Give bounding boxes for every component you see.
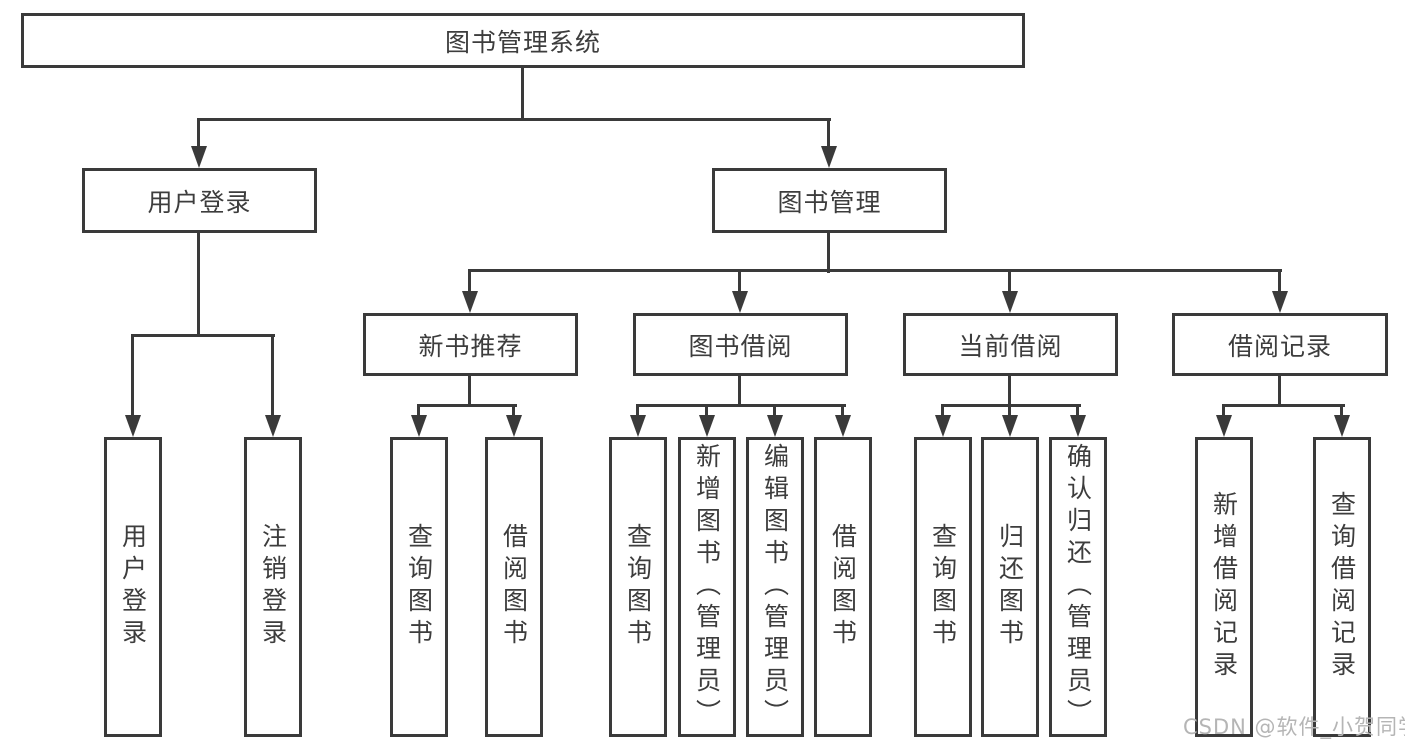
node-book-management: 图书管理 bbox=[712, 168, 947, 233]
node-borrow-record: 借阅记录 bbox=[1172, 313, 1388, 376]
node-label: 查询图书 bbox=[404, 523, 434, 651]
leaf-edit-book-admin: 编辑图书（管理员） bbox=[746, 437, 804, 737]
node-label: 借阅图书 bbox=[828, 523, 858, 651]
node-label: 借阅图书 bbox=[499, 523, 529, 651]
leaf-confirm-return-admin: 确认归还（管理员） bbox=[1049, 437, 1107, 737]
connector-line bbox=[197, 118, 831, 121]
connector-line bbox=[827, 118, 830, 149]
arrow-down-icon bbox=[265, 415, 281, 437]
connector-line bbox=[1076, 404, 1079, 418]
node-book-borrow: 图书借阅 bbox=[633, 313, 848, 376]
arrow-down-icon bbox=[1216, 415, 1232, 437]
arrow-down-icon bbox=[630, 415, 646, 437]
leaf-query-book-borrow: 查询图书 bbox=[609, 437, 667, 737]
node-label: 注销登录 bbox=[258, 523, 288, 651]
arrow-down-icon bbox=[767, 415, 783, 437]
node-label: 查询图书 bbox=[928, 523, 958, 651]
arrow-down-icon bbox=[732, 291, 748, 313]
leaf-logout-login: 注销登录 bbox=[244, 437, 302, 737]
node-label: 图书管理系统 bbox=[444, 27, 601, 57]
node-label: 编辑图书（管理员） bbox=[760, 443, 790, 731]
node-label: 归还图书 bbox=[995, 523, 1025, 651]
node-label: 新增图书（管理员） bbox=[692, 443, 722, 731]
connector-line bbox=[1008, 376, 1011, 407]
connector-line bbox=[1278, 376, 1281, 407]
connector-line bbox=[738, 269, 741, 293]
connector-line bbox=[1278, 269, 1281, 293]
leaf-return-book: 归还图书 bbox=[981, 437, 1039, 737]
node-user-login: 用户登录 bbox=[82, 168, 317, 233]
arrow-down-icon bbox=[462, 291, 478, 313]
arrow-down-icon bbox=[699, 415, 715, 437]
connector-line bbox=[1222, 404, 1345, 407]
connector-line bbox=[1340, 404, 1343, 418]
connector-line bbox=[841, 404, 844, 418]
connector-line bbox=[131, 334, 275, 337]
node-label: 用户登录 bbox=[147, 187, 252, 217]
leaf-query-book-current: 查询图书 bbox=[914, 437, 972, 737]
leaf-user-login: 用户登录 bbox=[104, 437, 162, 737]
node-label: 新增借阅记录 bbox=[1209, 491, 1239, 683]
arrow-down-icon bbox=[935, 415, 951, 437]
connector-line bbox=[1222, 404, 1225, 418]
connector-line bbox=[417, 404, 420, 418]
leaf-add-borrow-record: 新增借阅记录 bbox=[1195, 437, 1253, 737]
leaf-query-book-recommend: 查询图书 bbox=[390, 437, 448, 737]
connector-line bbox=[521, 67, 524, 120]
node-label: 查询借阅记录 bbox=[1327, 491, 1357, 683]
connector-line bbox=[1008, 269, 1011, 293]
leaf-borrow-book: 借阅图书 bbox=[814, 437, 872, 737]
connector-line bbox=[941, 404, 944, 418]
connector-line bbox=[738, 376, 741, 407]
node-new-book-recommend: 新书推荐 bbox=[363, 313, 578, 376]
csdn-watermark: CSDN @软件_小贺同学 bbox=[1183, 715, 1405, 739]
node-label: 当前借阅 bbox=[958, 331, 1063, 361]
arrow-down-icon bbox=[1272, 291, 1288, 313]
node-label: 图书管理 bbox=[777, 187, 882, 217]
arrow-down-icon bbox=[1002, 415, 1018, 437]
arrow-down-icon bbox=[1334, 415, 1350, 437]
arrow-down-icon bbox=[191, 146, 207, 168]
connector-line bbox=[773, 404, 776, 418]
connector-line bbox=[827, 233, 830, 273]
arrow-down-icon bbox=[506, 415, 522, 437]
connector-line bbox=[468, 269, 1282, 272]
arrow-down-icon bbox=[411, 415, 427, 437]
leaf-query-borrow-record: 查询借阅记录 bbox=[1313, 437, 1371, 737]
connector-line bbox=[131, 334, 134, 417]
node-label: 借阅记录 bbox=[1227, 331, 1332, 361]
connector-line bbox=[417, 404, 517, 407]
connector-line bbox=[197, 233, 200, 337]
arrow-down-icon bbox=[1002, 291, 1018, 313]
leaf-add-book-admin: 新增图书（管理员） bbox=[678, 437, 736, 737]
arrow-down-icon bbox=[835, 415, 851, 437]
arrow-down-icon bbox=[125, 415, 141, 437]
node-current-borrow: 当前借阅 bbox=[903, 313, 1118, 376]
node-label: 确认归还（管理员） bbox=[1063, 443, 1093, 731]
connector-line bbox=[705, 404, 708, 418]
connector-line bbox=[1008, 404, 1011, 418]
connector-line bbox=[636, 404, 639, 418]
connector-line bbox=[197, 118, 200, 149]
connector-line bbox=[468, 376, 471, 407]
connector-line bbox=[941, 404, 1081, 407]
connector-line bbox=[512, 404, 515, 418]
node-label: 新书推荐 bbox=[418, 331, 523, 361]
node-library-system: 图书管理系统 bbox=[21, 13, 1025, 68]
node-label: 查询图书 bbox=[623, 523, 653, 651]
arrow-down-icon bbox=[1070, 415, 1086, 437]
node-label: 图书借阅 bbox=[688, 331, 793, 361]
connector-line bbox=[468, 269, 471, 293]
connector-line bbox=[271, 334, 274, 417]
connector-line bbox=[636, 404, 846, 407]
node-label: 用户登录 bbox=[118, 523, 148, 651]
arrow-down-icon bbox=[821, 146, 837, 168]
leaf-borrow-book-recommend: 借阅图书 bbox=[485, 437, 543, 737]
